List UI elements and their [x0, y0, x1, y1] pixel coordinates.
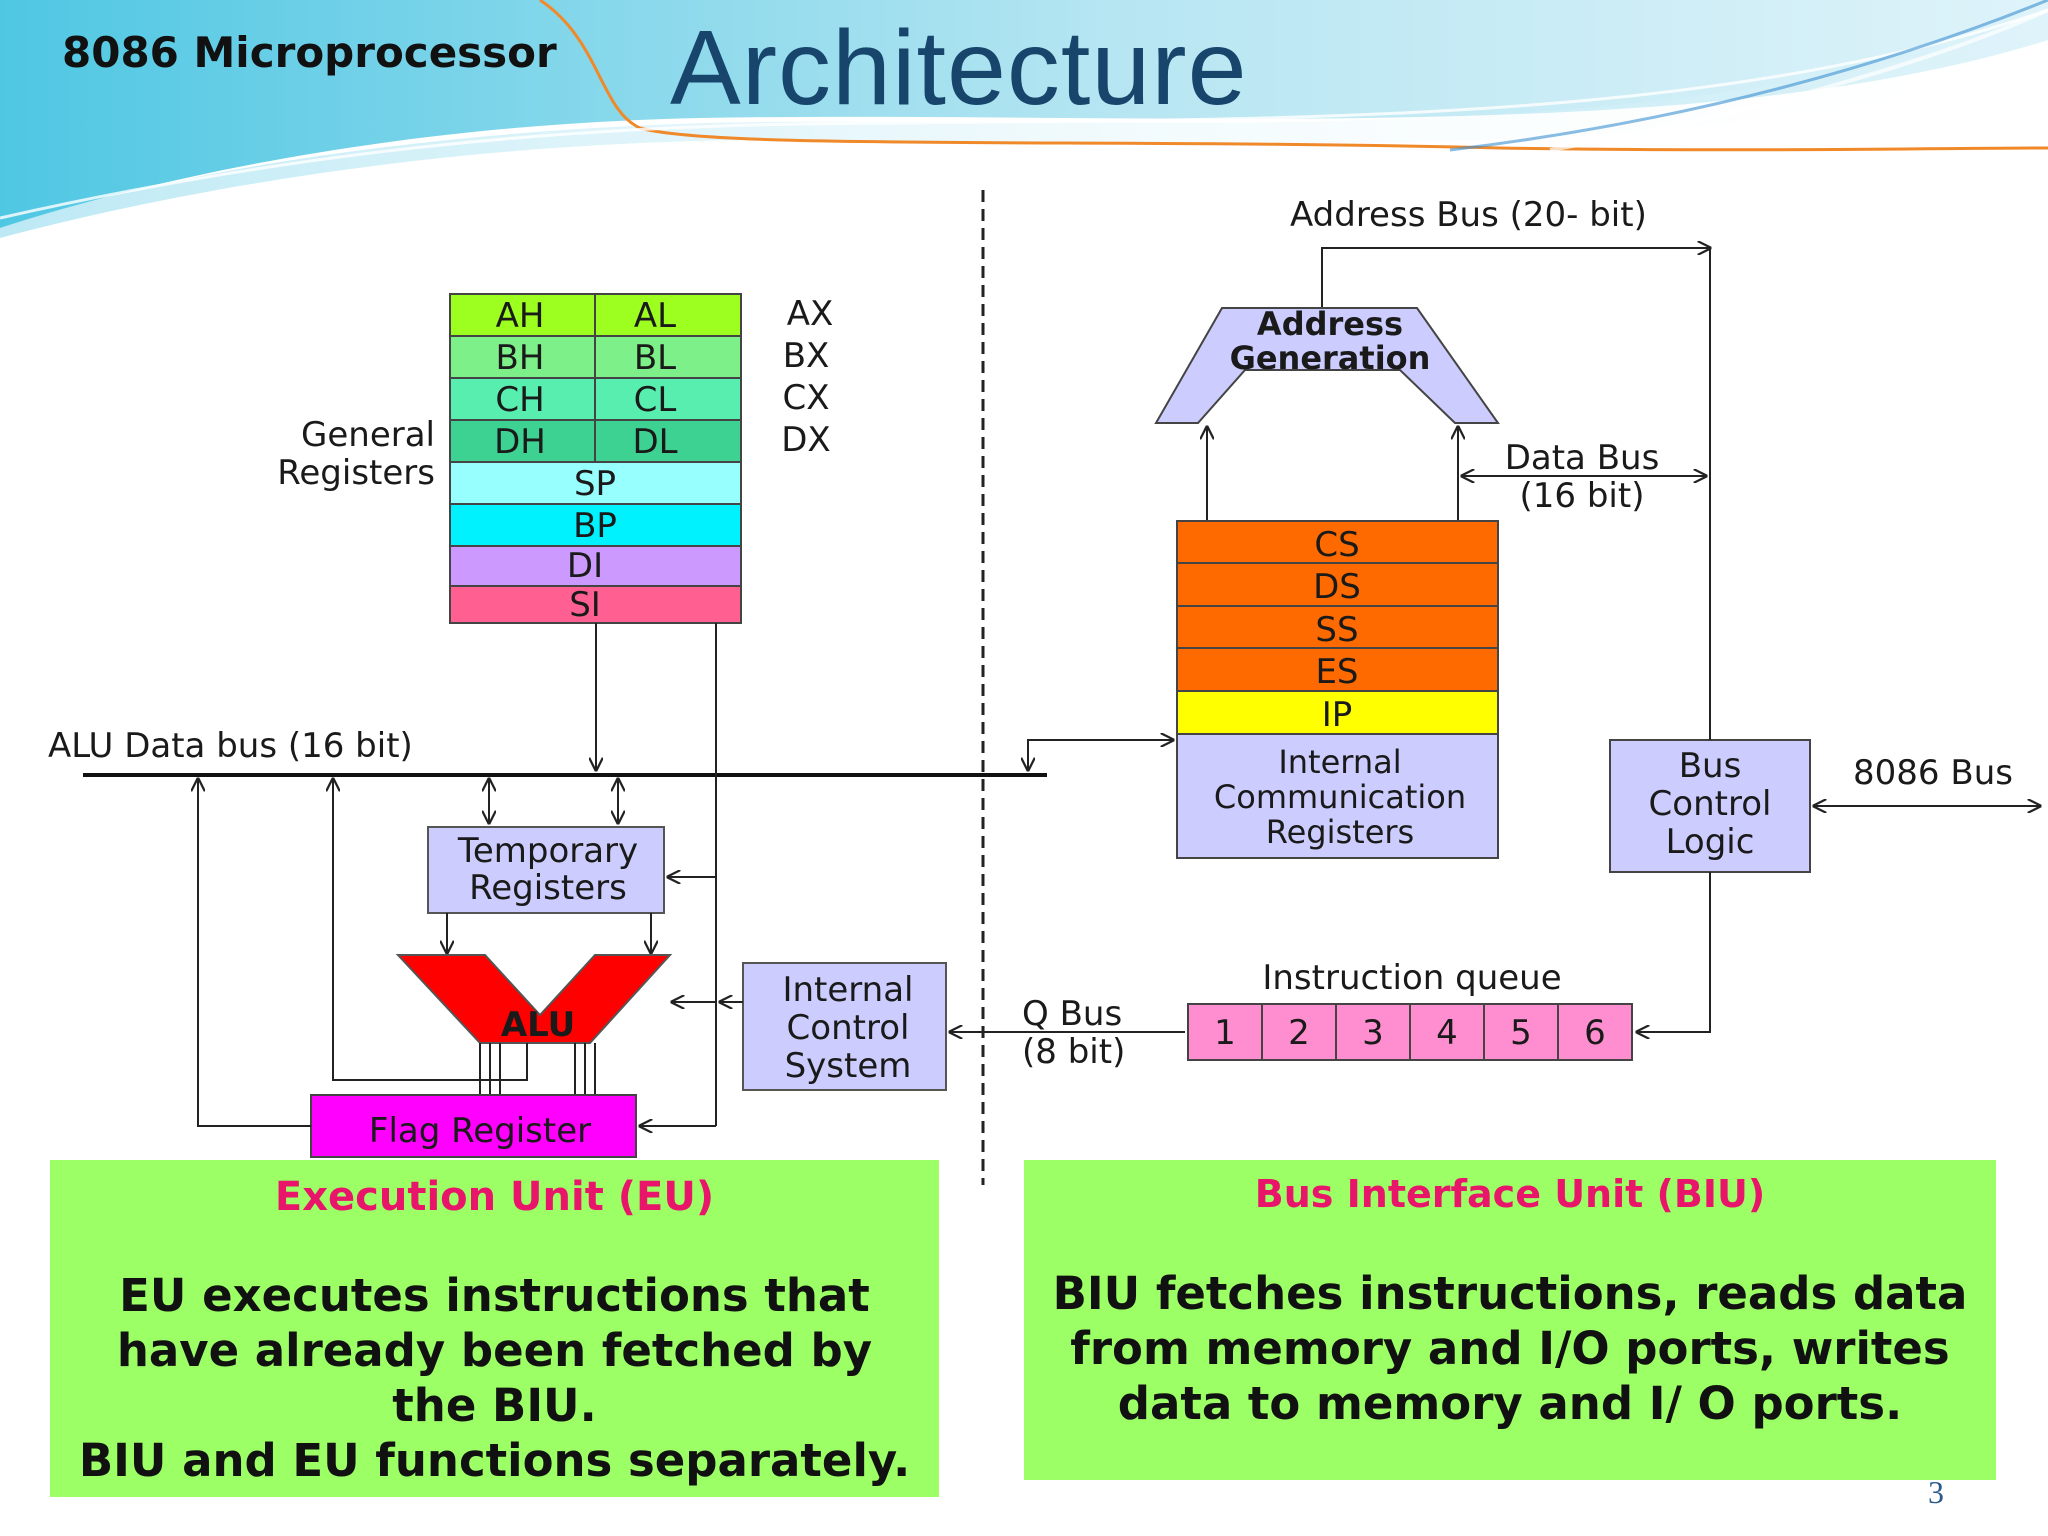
queue-slot-5-label: 5 — [1510, 1013, 1532, 1053]
register-di: DI — [567, 546, 603, 586]
queue-slot-5 — [1483, 1003, 1559, 1061]
address-generation-label-1: Address — [1257, 305, 1403, 343]
register-pair-cx: CX — [782, 378, 829, 418]
queue-slot-3-label: 3 — [1362, 1013, 1384, 1053]
register-pair-bx: BX — [783, 336, 830, 376]
register-si: SI — [569, 585, 601, 625]
register-high-bh: BH — [496, 338, 545, 378]
biu-panel: Bus Interface Unit (BIU) BIU fetches ins… — [1024, 1160, 1996, 1480]
address-bus-label: Address Bus (20- bit) — [1290, 195, 1647, 235]
queue-slot-3 — [1335, 1003, 1411, 1061]
register-ds: DS — [1313, 567, 1361, 607]
eu-panel-line: have already been fetched by — [116, 1324, 873, 1377]
biu-panel-heading: Bus Interface Unit (BIU) — [1254, 1172, 1766, 1216]
bp-register — [449, 503, 742, 547]
internal-communication-registers-box — [1176, 733, 1499, 859]
queue-slot-2-label: 2 — [1288, 1013, 1310, 1053]
register-bp: BP — [573, 506, 617, 546]
internal-control-system-box — [742, 962, 947, 1091]
external-bus-label: 8086 Bus — [1853, 753, 2013, 793]
register-high-ah: AH — [496, 296, 545, 336]
instruction-queue: 1 2 3 4 5 6 — [1187, 1003, 1633, 1061]
register-low-cl: CL — [634, 380, 677, 420]
alu-label: ALU — [501, 1005, 575, 1045]
biu-panel-line: BIU fetches instructions, reads data — [1052, 1267, 1968, 1320]
queue-slot-6 — [1557, 1003, 1633, 1061]
data-bus-label-1: Data Bus — [1505, 438, 1660, 478]
queue-slot-6-label: 6 — [1584, 1013, 1606, 1053]
register-pair-dx: DX — [781, 420, 830, 460]
bus-control-logic-label-2: Control — [1649, 784, 1772, 824]
register-low-bl: BL — [634, 338, 676, 378]
q-bus-label-2: (8 bit) — [1022, 1032, 1125, 1072]
q-bus-label-1: Q Bus — [1022, 994, 1122, 1034]
flag-register-label: Flag Register — [369, 1111, 591, 1151]
bus-control-logic-label-3: Logic — [1666, 822, 1755, 862]
queue-slot-1-label: 1 — [1214, 1013, 1236, 1053]
alu-data-bus-label: ALU Data bus (16 bit) — [48, 726, 413, 766]
general-registers-label-2: Registers — [277, 453, 435, 493]
bus-control-logic-label-1: Bus — [1679, 746, 1742, 786]
register-ip: IP — [1322, 695, 1353, 735]
bus-control-logic-box — [1609, 739, 1811, 873]
sp-register — [449, 461, 742, 505]
eu-panel-heading: Execution Unit (EU) — [274, 1174, 715, 1220]
register-high-dh: DH — [494, 422, 546, 462]
slide-number: 3 — [1928, 1474, 1944, 1510]
register-cs: CS — [1314, 525, 1359, 565]
biu-panel-line: from memory and I/O ports, writes — [1070, 1322, 1950, 1375]
alu-shape — [395, 954, 673, 1044]
eu-panel-body: EU executes instructions that have alrea… — [50, 1268, 939, 1488]
eu-panel-line: EU executes instructions that — [119, 1269, 870, 1322]
instruction-queue-label: Instruction queue — [1262, 958, 1561, 998]
internal-control-system-label-3: System — [785, 1046, 912, 1086]
temporary-registers-label-1: Temporary — [457, 831, 638, 871]
internal-communication-label-2: Communication — [1214, 778, 1466, 816]
register-high-ch: CH — [495, 380, 544, 420]
internal-communication-label-1: Internal — [1278, 743, 1401, 781]
ip-register — [1176, 690, 1499, 735]
register-ss: SS — [1315, 610, 1358, 650]
internal-communication-label-3: Registers — [1266, 813, 1414, 851]
queue-slot-2 — [1261, 1003, 1337, 1061]
si-register — [449, 585, 742, 624]
eu-panel: Execution Unit (EU) EU executes instruct… — [50, 1160, 939, 1497]
register-low-al: AL — [634, 296, 676, 336]
biu-panel-line: data to memory and I/ O ports. — [1117, 1377, 1903, 1430]
data-bus-label-2: (16 bit) — [1520, 476, 1645, 516]
queue-slot-4-label: 4 — [1436, 1013, 1458, 1053]
internal-control-system-label-1: Internal — [782, 970, 913, 1010]
di-register — [449, 545, 742, 587]
header-background — [0, 0, 2048, 238]
slide-title: Architecture — [670, 9, 1248, 127]
register-sp: SP — [574, 464, 616, 504]
general-registers: AH AL AX BH BL BX CH CL CX DH DL DX SP B… — [277, 293, 834, 625]
register-es: ES — [1315, 652, 1358, 692]
address-generation-label-2: Generation — [1230, 339, 1431, 377]
eu-panel-line: BIU and EU functions separately. — [78, 1434, 911, 1487]
temporary-registers-box — [427, 826, 665, 914]
ds-register — [1176, 562, 1499, 607]
general-registers-label-1: General — [301, 415, 435, 455]
flag-register-box — [310, 1094, 637, 1158]
eu-panel-line: the BIU. — [392, 1379, 597, 1432]
cs-register — [1176, 520, 1499, 564]
register-pair-ax: AX — [787, 294, 834, 334]
ss-register — [1176, 605, 1499, 649]
register-low-dl: DL — [632, 422, 677, 462]
internal-control-system-label-2: Control — [787, 1008, 910, 1048]
biu-panel-body: BIU fetches instructions, reads data fro… — [1024, 1266, 1996, 1431]
temporary-registers-label-2: Registers — [469, 868, 627, 908]
address-generation-shape — [1154, 307, 1500, 424]
slide-subtitle: 8086 Microprocessor — [62, 28, 557, 77]
